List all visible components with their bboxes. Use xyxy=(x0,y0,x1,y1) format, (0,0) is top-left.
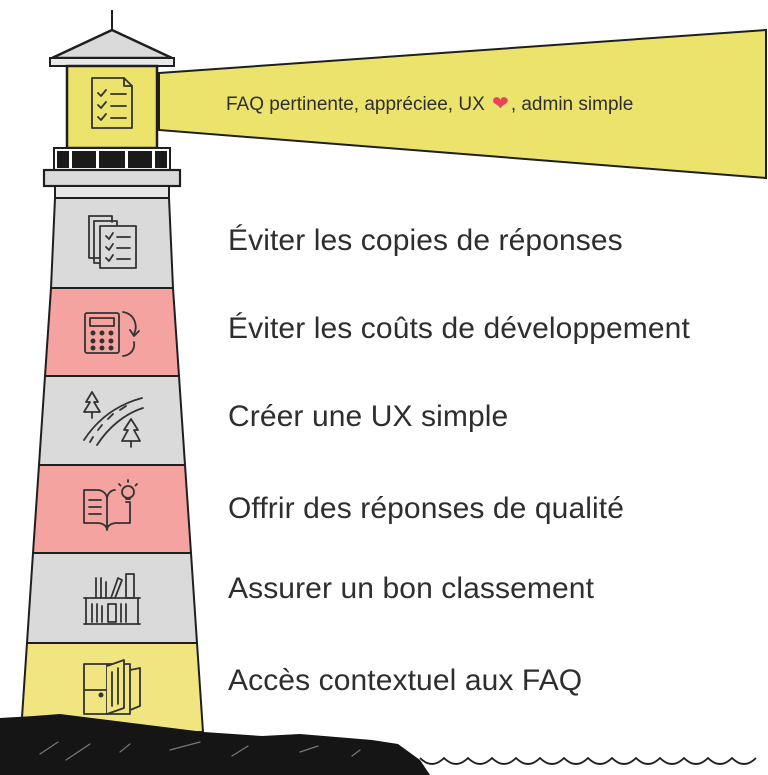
level-label-3: Offrir des réponses de qualité xyxy=(228,492,625,525)
railing-bars xyxy=(57,151,167,168)
lantern-room xyxy=(65,64,159,150)
light-beam xyxy=(158,28,767,180)
gallery-deck xyxy=(42,168,182,188)
water-waves xyxy=(419,756,757,765)
beam-text-after: , admin simple xyxy=(510,94,634,115)
tower-cap xyxy=(54,185,170,199)
level-label-0: Éviter les copies de réponses xyxy=(228,224,623,257)
checklist-document-icon xyxy=(91,77,133,129)
band-2 xyxy=(37,375,187,466)
level-label-1: Éviter les coûts de développement xyxy=(228,312,690,345)
beam-caption: FAQ pertinente, appréciee, UX ❤, admin s… xyxy=(226,91,633,116)
stacked-checklists-icon xyxy=(88,215,137,269)
calculator-cycle-icon xyxy=(84,311,140,357)
open-door-icon xyxy=(83,659,141,715)
beam-text-before: FAQ pertinente, appréciee, UX xyxy=(226,94,485,115)
band-3 xyxy=(31,464,193,554)
bookshelf-icon xyxy=(83,573,141,625)
rocky-ground xyxy=(0,714,430,775)
rock-highlights xyxy=(39,741,361,761)
level-label-4: Assurer un bon classement xyxy=(228,572,595,605)
road-trees-icon xyxy=(83,391,144,448)
book-lightbulb-icon xyxy=(83,479,138,531)
level-label-2: Créer une UX simple xyxy=(228,400,509,433)
heart-icon: ❤ xyxy=(492,93,509,115)
lighthouse-roof xyxy=(50,28,174,60)
level-label-5: Accès contextuel aux FAQ xyxy=(228,664,583,697)
